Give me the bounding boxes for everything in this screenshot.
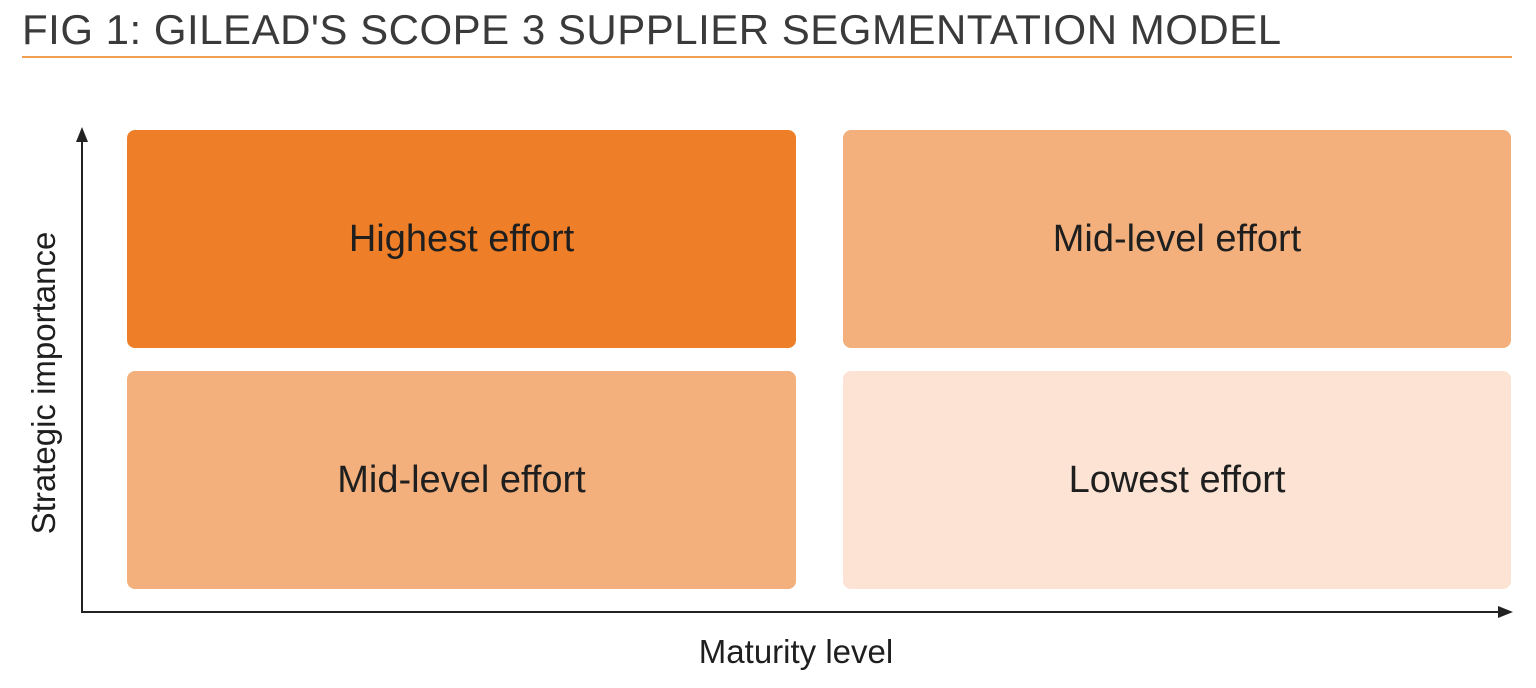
- figure-title: FIG 1: GILEAD'S SCOPE 3 SUPPLIER SEGMENT…: [22, 6, 1282, 53]
- y-axis-arrow-icon: [76, 127, 88, 142]
- title-divider: [22, 56, 1512, 58]
- quadrant-label: Lowest effort: [1068, 458, 1286, 501]
- quadrant-lowest-effort: Lowest effort: [843, 371, 1511, 589]
- x-axis-label: Maturity level: [698, 633, 894, 670]
- x-axis-arrow-icon: [1498, 606, 1513, 618]
- quadrant-mid-level-effort-bottom: Mid-level effort: [127, 371, 796, 589]
- quadrant-highest-effort: Highest effort: [127, 130, 796, 348]
- y-axis-label: Strategic importance: [25, 231, 62, 535]
- quadrant-mid-level-effort-top: Mid-level effort: [843, 130, 1511, 348]
- quadrant-label: Mid-level effort: [337, 458, 586, 501]
- quadrant-label: Mid-level effort: [1052, 217, 1302, 260]
- quadrant-label: Highest effort: [348, 217, 575, 260]
